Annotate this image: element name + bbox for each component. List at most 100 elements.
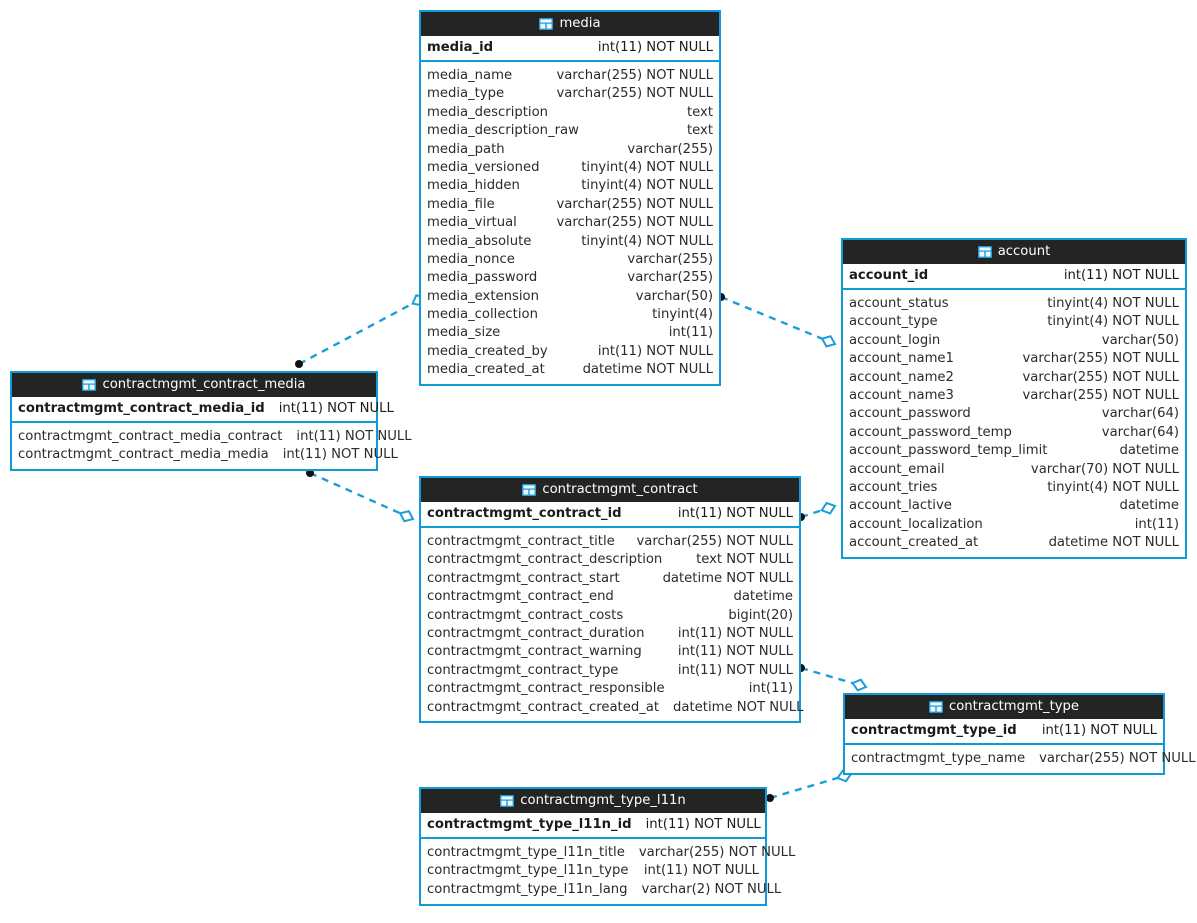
field-name: account_name2 <box>849 369 954 385</box>
primary-key-type: int(11) NOT NULL <box>597 40 713 56</box>
relationship-target-diamond <box>820 335 837 348</box>
field-type: int(11) NOT NULL <box>597 343 713 359</box>
entity-header-contractmgmt_contract[interactable]: contractmgmt_contract <box>421 478 799 503</box>
relationship-rel-contract-to-account[interactable] <box>797 501 837 521</box>
entity-title: account <box>997 244 1051 259</box>
field-name: media_name <box>427 68 513 83</box>
relationship-target-diamond <box>851 678 868 692</box>
field-type: datetime <box>1119 498 1179 514</box>
entity-title: contractmgmt_type_l11n <box>520 793 686 808</box>
field-type: varchar(255) <box>627 251 713 267</box>
field-name: account_created_at <box>849 535 979 551</box>
field-name: contractmgmt_type_l11n_title <box>427 845 625 860</box>
primary-key-type: int(11) NOT NULL <box>645 817 761 833</box>
entity-header-contractmgmt_type_l11n[interactable]: contractmgmt_type_l11n <box>421 789 765 814</box>
relationship-rel-contract-media-to-media[interactable] <box>295 292 428 368</box>
relationship-line <box>800 666 867 689</box>
entity-header-account[interactable]: account <box>843 240 1185 265</box>
field-type: int(11) NOT NULL <box>677 644 793 660</box>
entity-header-contractmgmt_type[interactable]: contractmgmt_type <box>845 695 1163 720</box>
relationship-rel-media-to-account[interactable] <box>717 293 837 349</box>
entity-contractmgmt_type_l11n[interactable]: contractmgmt_type_l11n contractmgmt_type_… <box>419 787 795 906</box>
field-type: tinyint(4) NOT NULL <box>581 159 713 175</box>
relationship-rel-type-l11n-to-type[interactable] <box>766 769 853 802</box>
field-type: int(11) <box>1134 516 1179 532</box>
entity-header-contractmgmt_contract_media[interactable]: contractmgmt_contract_media <box>12 373 376 398</box>
field-type: varchar(255) NOT NULL <box>636 534 794 549</box>
relationship-target-diamond <box>820 501 837 515</box>
relationship-rel-contract-media-to-contract[interactable] <box>306 469 415 524</box>
entity-header-media[interactable]: media <box>421 12 719 37</box>
field-type: int(11) NOT NULL <box>643 863 759 879</box>
field-name: account_status <box>849 296 949 311</box>
relationship-rel-contract-to-type[interactable] <box>797 664 868 692</box>
field-type: varchar(50) <box>1101 332 1179 348</box>
field-type: text <box>686 104 713 120</box>
field-name: media_description_raw <box>427 123 579 139</box>
field-type: datetime NOT NULL <box>673 699 804 715</box>
field-name: contractmgmt_contract_media_contract <box>18 429 283 444</box>
relationship-line <box>720 295 836 346</box>
